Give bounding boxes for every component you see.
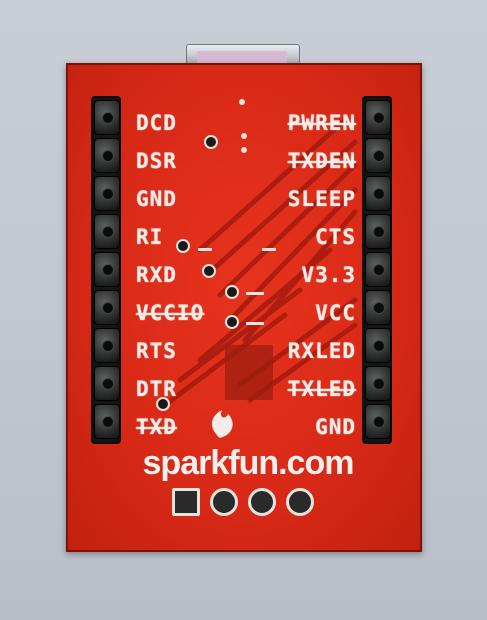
pin-label-cts: CTS — [315, 225, 356, 249]
header-pin — [365, 176, 391, 211]
header-pin — [94, 404, 120, 439]
header-pin — [365, 252, 391, 287]
header-pin — [365, 214, 391, 249]
pin-label-rxled: RXLED — [287, 339, 356, 363]
left-pin-header — [91, 96, 121, 444]
header-pin — [94, 252, 120, 287]
header-pin — [94, 328, 120, 363]
header-pin — [94, 100, 120, 135]
header-pin — [365, 290, 391, 325]
ic-footprint — [225, 345, 273, 400]
pin-label-rxd: RXD — [136, 263, 177, 287]
header-pin — [94, 214, 120, 249]
usb-connector-opening — [197, 51, 287, 63]
solder-pad — [172, 488, 200, 516]
sparkfun-flame-icon — [211, 410, 233, 438]
pin-label-txden: TXDEN — [287, 149, 356, 173]
header-pin — [94, 138, 120, 173]
header-pin — [94, 176, 120, 211]
pin-label-v33: V3.3 — [301, 263, 356, 287]
pin-label-ri: RI — [136, 225, 164, 249]
pin-label-sleep: SLEEP — [287, 187, 356, 211]
solder-pad — [248, 488, 276, 516]
pin-label-txd: TXD — [136, 415, 177, 439]
header-pin — [94, 366, 120, 401]
pin-label-rts: RTS — [136, 339, 177, 363]
pin-label-pwren: PWREN — [287, 111, 356, 135]
solder-pad — [286, 488, 314, 516]
led-hole — [204, 135, 218, 149]
pin-label-vcc: VCC — [315, 301, 356, 325]
pin-label-txled: TXLED — [287, 377, 356, 401]
pin-label-gnd: GND — [136, 187, 177, 211]
header-pin — [94, 290, 120, 325]
pin-label-vccio: VCCIO — [136, 301, 205, 325]
pin-label-gnd-right: GND — [315, 415, 356, 439]
brand-logo-text: sparkfun.com — [142, 444, 355, 482]
header-pin — [365, 404, 391, 439]
pin-label-dsr: DSR — [136, 149, 177, 173]
pin-label-dcd: DCD — [136, 111, 177, 135]
header-pin — [365, 100, 391, 135]
header-pin — [365, 328, 391, 363]
header-pin — [365, 138, 391, 173]
header-pin — [365, 366, 391, 401]
right-pin-header — [362, 96, 392, 444]
pin-label-dtr: DTR — [136, 377, 177, 401]
solder-pad — [210, 488, 238, 516]
